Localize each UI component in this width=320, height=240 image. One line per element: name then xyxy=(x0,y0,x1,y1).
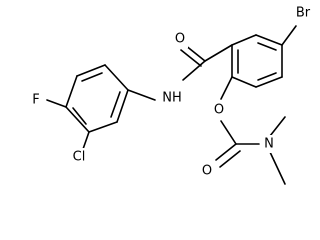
molecule-diagram: Br O NH F Cl O O N xyxy=(28,4,316,185)
bromine-label: Br xyxy=(296,6,311,21)
chlorine-label: Cl xyxy=(73,150,86,165)
bond xyxy=(231,34,257,46)
bond xyxy=(65,106,90,133)
bond xyxy=(65,75,78,108)
bond xyxy=(127,89,156,101)
bond xyxy=(220,120,237,145)
ester-oxygen-label: O xyxy=(214,103,224,118)
bond xyxy=(110,91,121,118)
bond xyxy=(116,89,129,123)
bond xyxy=(215,143,237,161)
atom-labels: Br O NH F Cl O O N xyxy=(28,4,316,180)
substituent-bonds xyxy=(46,25,297,185)
bond xyxy=(255,34,283,46)
bond xyxy=(204,44,233,62)
bond xyxy=(76,64,106,77)
bond xyxy=(104,64,129,91)
bond xyxy=(46,99,67,108)
carbamate-oxygen-label: O xyxy=(202,164,212,179)
bond xyxy=(182,60,206,81)
right-benzene-ring xyxy=(231,34,283,88)
bond xyxy=(231,76,257,88)
bond xyxy=(255,76,283,88)
bond xyxy=(72,107,87,125)
bond xyxy=(184,44,206,62)
bond xyxy=(88,121,118,133)
dimethylamino-nitrogen-label: N xyxy=(264,137,274,152)
bond xyxy=(269,116,286,137)
fluorine-label: F xyxy=(32,93,39,108)
amine-nh-label: NH xyxy=(162,91,182,106)
left-benzene-ring xyxy=(65,64,129,133)
bond xyxy=(81,72,103,82)
structure-drawing: Br O NH F Cl O O N xyxy=(28,4,316,185)
bond xyxy=(219,150,241,168)
bond xyxy=(269,151,286,185)
amide-oxygen-label: O xyxy=(175,32,185,47)
bond xyxy=(220,76,233,100)
bond xyxy=(180,49,202,67)
bond xyxy=(257,72,277,81)
bond xyxy=(257,42,277,51)
bond xyxy=(281,25,297,46)
